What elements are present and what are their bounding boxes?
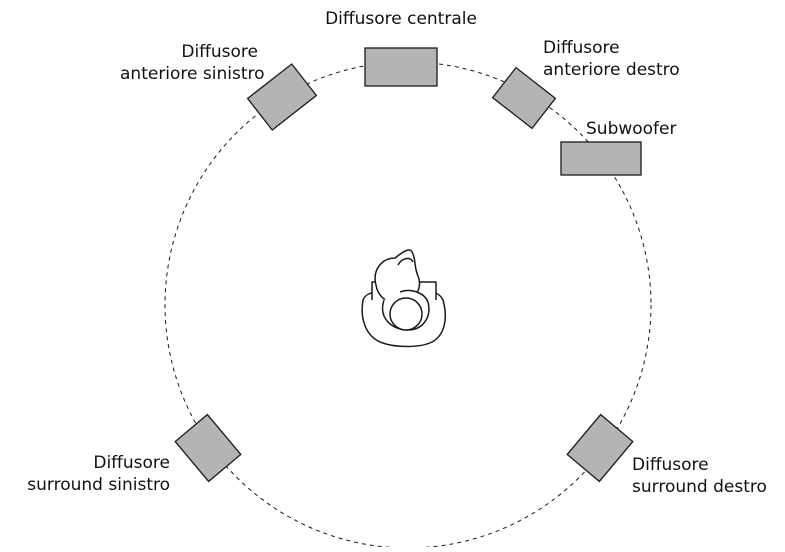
label-subwoofer-line-1: Subwoofer	[586, 119, 677, 139]
label-front-left-line-2: anteriore sinistro	[120, 64, 265, 84]
front-right-speaker-box	[491, 66, 557, 130]
label-surround-right-line-1: Diffusore	[632, 455, 709, 475]
label-front-left-line-1: Diffusore	[181, 42, 258, 62]
label-front-right-line-1: Diffusore	[543, 38, 620, 58]
label-subwoofer: Subwoofer	[586, 118, 706, 140]
label-surround-right-speaker: Diffusore surround destro	[632, 454, 782, 498]
label-front-left-speaker: Diffusore anteriore sinistro	[120, 41, 265, 85]
center-speaker-box	[364, 47, 438, 87]
front-left-speaker-box	[246, 63, 318, 131]
listener-icon	[361, 249, 446, 348]
label-front-right-line-2: anteriore destro	[543, 60, 680, 80]
surround-right-speaker-box	[566, 413, 634, 483]
label-surround-right-line-2: surround destro	[632, 477, 767, 497]
label-center-speaker-line-1: Diffusore centrale	[325, 9, 477, 29]
label-center-speaker: Diffusore centrale	[316, 8, 486, 30]
label-surround-left-line-2: surround sinistro	[27, 475, 170, 495]
surround-left-speaker-box	[174, 413, 242, 483]
label-surround-left-line-1: Diffusore	[93, 453, 170, 473]
label-front-right-speaker: Diffusore anteriore destro	[543, 37, 743, 81]
subwoofer-box	[560, 141, 642, 176]
label-surround-left-speaker: Diffusore surround sinistro	[20, 452, 170, 496]
